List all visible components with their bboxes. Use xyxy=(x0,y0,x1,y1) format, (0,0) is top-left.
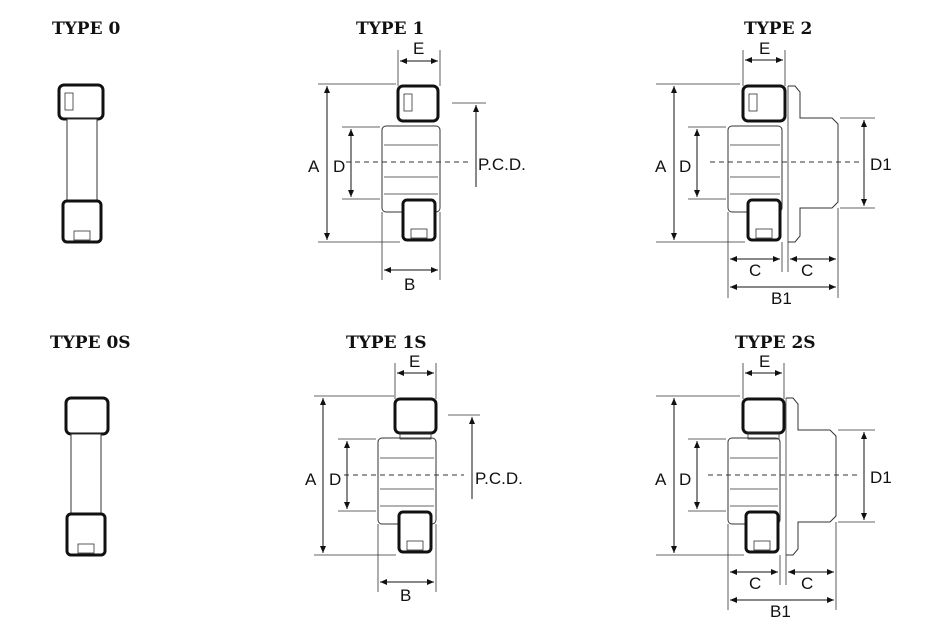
type-1-title: TYPE 1 xyxy=(356,19,424,39)
dim-b-label: B xyxy=(404,275,415,294)
dim-b-label: B xyxy=(400,586,411,605)
type-1-figure: TYPE 1 A D E B P.C.D. xyxy=(308,19,526,294)
pin-nut xyxy=(401,198,437,242)
dim-e-label: E xyxy=(409,352,420,371)
pin-head xyxy=(57,83,105,121)
pin-head xyxy=(393,397,438,435)
type-0-title: TYPE 0 xyxy=(52,19,120,39)
pin-head xyxy=(64,396,110,436)
dim-c-label: C xyxy=(749,261,761,280)
dim-pcd-label: P.C.D. xyxy=(478,155,526,174)
type-1s-figure: TYPE 1S A D E B P.C.D. xyxy=(305,333,523,605)
dim-e-label: E xyxy=(759,39,770,58)
dim-e-label: E xyxy=(413,39,424,58)
dim-a-label: A xyxy=(305,470,317,489)
dim-c-label: C xyxy=(749,574,761,593)
type-0s-figure: TYPE 0S xyxy=(50,333,131,557)
pin-nut xyxy=(61,199,103,244)
flange-hub xyxy=(788,85,839,243)
pin-nut xyxy=(746,198,782,242)
dim-a-label: A xyxy=(655,157,667,176)
pin-head xyxy=(396,84,440,123)
dim-c-label: C xyxy=(801,261,813,280)
dim-pcd-label: P.C.D. xyxy=(475,469,523,488)
dim-b1-label: B1 xyxy=(771,289,792,308)
pin-shank xyxy=(66,118,98,202)
pin-nut xyxy=(744,510,780,554)
pin-nut xyxy=(65,512,107,557)
type-2s-title: TYPE 2S xyxy=(735,333,816,353)
pin-head xyxy=(741,397,786,435)
type-2s-figure: TYPE 2S A D D1 E xyxy=(655,333,892,621)
type-1s-title: TYPE 1S xyxy=(346,333,427,353)
type-2-figure: TYPE 2 A D D1 E xyxy=(655,19,892,308)
dim-d-label: D xyxy=(329,470,341,489)
dim-d1-label: D1 xyxy=(870,468,892,487)
dim-a-label: A xyxy=(308,157,320,176)
dim-d-label: D xyxy=(679,470,691,489)
dim-e-label: E xyxy=(759,352,770,371)
dim-d1-label: D1 xyxy=(870,155,892,174)
dim-d-label: D xyxy=(333,157,345,176)
dim-a-label: A xyxy=(655,470,667,489)
dim-d-label: D xyxy=(679,157,691,176)
dim-b1-label: B1 xyxy=(770,602,791,621)
dim-c-label: C xyxy=(801,574,813,593)
pin-shank xyxy=(70,433,102,515)
type-0-figure: TYPE 0 xyxy=(52,19,120,244)
type-2-title: TYPE 2 xyxy=(744,19,812,39)
pin-nut xyxy=(397,510,433,554)
flange-hub xyxy=(786,397,837,556)
type-0s-title: TYPE 0S xyxy=(50,333,131,353)
pin-head xyxy=(741,84,787,123)
